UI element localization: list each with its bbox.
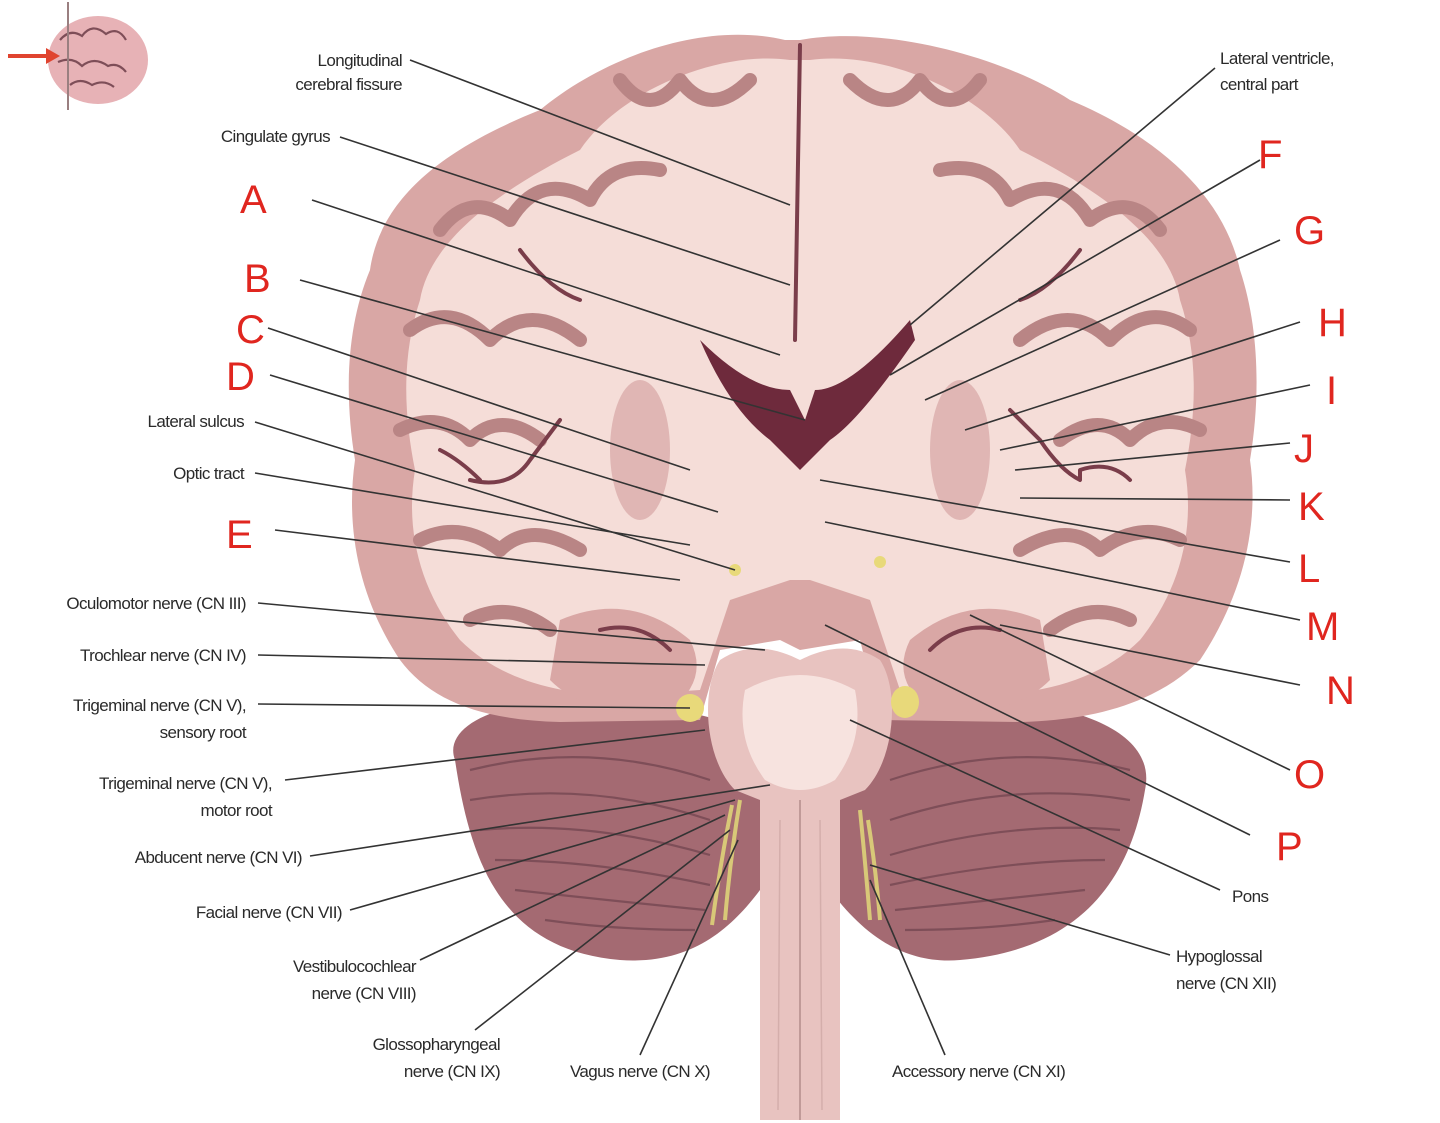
label-glossopharyngeal-1: Glossopharyngeal [373,1035,500,1054]
letter-n: N [1326,669,1355,713]
label-trigeminal-motor-1: Trigeminal nerve (CN V), [99,774,272,793]
label-abducent-nerve: Abducent nerve (CN VI) [135,848,302,867]
letter-h: H [1318,301,1347,345]
letter-f: F [1258,133,1282,177]
label-vestibulocochlear-2: nerve (CN VIII) [312,984,416,1003]
letter-l: L [1298,547,1320,591]
letter-c: C [236,308,265,352]
label-pons: Pons [1232,887,1268,906]
label-optic-tract: Optic tract [173,464,245,483]
letter-o: O [1294,753,1325,797]
label-hypoglossal-1: Hypoglossal [1176,947,1262,966]
letter-m: M [1306,605,1339,649]
label-hypoglossal-2: nerve (CN XII) [1176,974,1276,993]
label-lateral-ventricle-2: central part [1220,75,1299,94]
letter-p: P [1276,825,1303,869]
letter-a: A [240,178,267,222]
label-cingulate-gyrus: Cingulate gyrus [221,127,330,146]
label-facial-nerve: Facial nerve (CN VII) [196,903,342,922]
label-oculomotor-nerve: Oculomotor nerve (CN III) [66,594,246,613]
label-vestibulocochlear-1: Vestibulocochlear [293,957,417,976]
label-lateral-sulcus: Lateral sulcus [148,412,245,431]
cerebrum [348,34,1257,722]
leader-lines [254,59,1311,1056]
letter-k: K [1298,485,1325,529]
letter-b: B [244,257,271,301]
label-longitudinal-fissure-1: Longitudinal [318,51,403,70]
label-trochlear-nerve: Trochlear nerve (CN IV) [80,646,246,665]
letter-d: D [226,355,255,399]
letter-e: E [226,513,253,557]
label-accessory-nerve: Accessory nerve (CN XI) [892,1062,1065,1081]
letter-g: G [1294,209,1325,253]
brainstem [708,648,892,1120]
letter-j: J [1294,427,1314,471]
label-trigeminal-motor-2: motor root [201,801,273,820]
label-lateral-ventricle-1: Lateral ventricle, [1220,49,1334,68]
right-labels: Lateral ventricle, central part Pons Hyp… [892,49,1335,1081]
answer-letters: A B C D E F G H I J K L M N O P [226,133,1355,869]
label-glossopharyngeal-2: nerve (CN IX) [404,1062,500,1081]
label-trigeminal-sensory-2: sensory root [160,723,247,742]
label-longitudinal-fissure-2: cerebral fissure [295,75,402,94]
label-trigeminal-sensory-1: Trigeminal nerve (CN V), [73,696,246,715]
left-labels: Longitudinal cerebral fissure Cingulate … [66,51,710,1081]
orientation-thumbnail [8,2,148,110]
letter-i: I [1326,369,1337,413]
label-vagus-nerve: Vagus nerve (CN X) [570,1062,710,1081]
